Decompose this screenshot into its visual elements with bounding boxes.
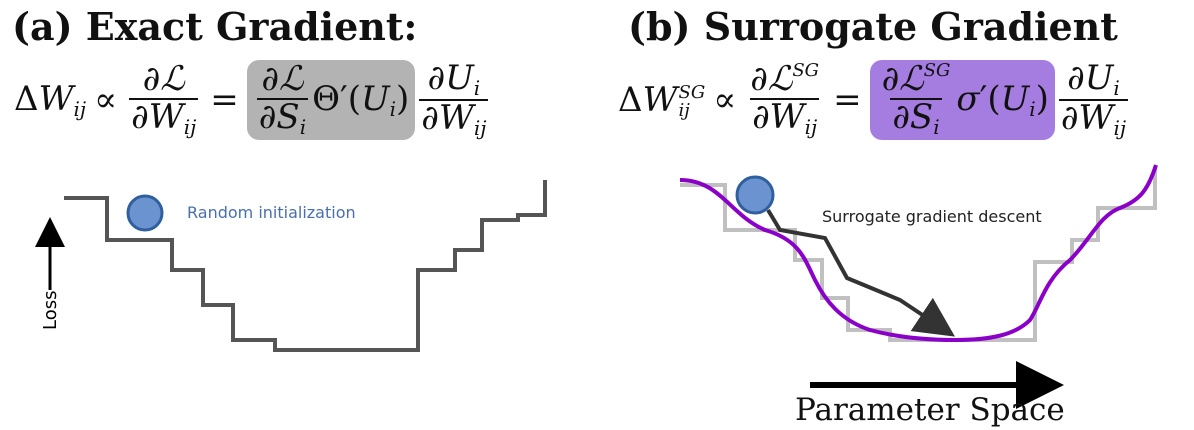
- surrogate-descent-label: Surrogate gradient descent: [822, 207, 1042, 226]
- panel-a-title: (a) Exact Gradient:: [12, 4, 418, 49]
- surrogate-gradient-highlight-box: ∂ℒSG∂Si σ′(Ui): [869, 60, 1055, 140]
- surrogate-init-ball: [735, 175, 775, 215]
- equation-exact-gradient: ΔWij ∝ ∂ℒ∂Wij = ∂ℒ∂Si Θ′(Ui) ∂Ui∂Wij: [14, 57, 489, 140]
- random-init-ball: [126, 194, 164, 232]
- panel-b-diagram: Surrogate gradient descent: [679, 164, 1158, 409]
- surrogate-descent-arrow: [766, 208, 955, 337]
- surrogate-background-staircase: [680, 168, 1157, 342]
- exact-gradient-highlight-box: ∂ℒ∂Si Θ′(Ui): [246, 60, 416, 140]
- panel-a-diagram: Loss Random initialization: [35, 180, 547, 352]
- panel-b-title: (b) Surrogate Gradient: [628, 4, 1118, 49]
- exact-loss-staircase: [64, 180, 547, 352]
- parameter-space-label: Parameter Space: [795, 392, 1065, 428]
- surrogate-loss-curve: [679, 164, 1158, 343]
- loss-label: Loss: [40, 291, 61, 330]
- random-init-label: Random initialization: [187, 203, 356, 222]
